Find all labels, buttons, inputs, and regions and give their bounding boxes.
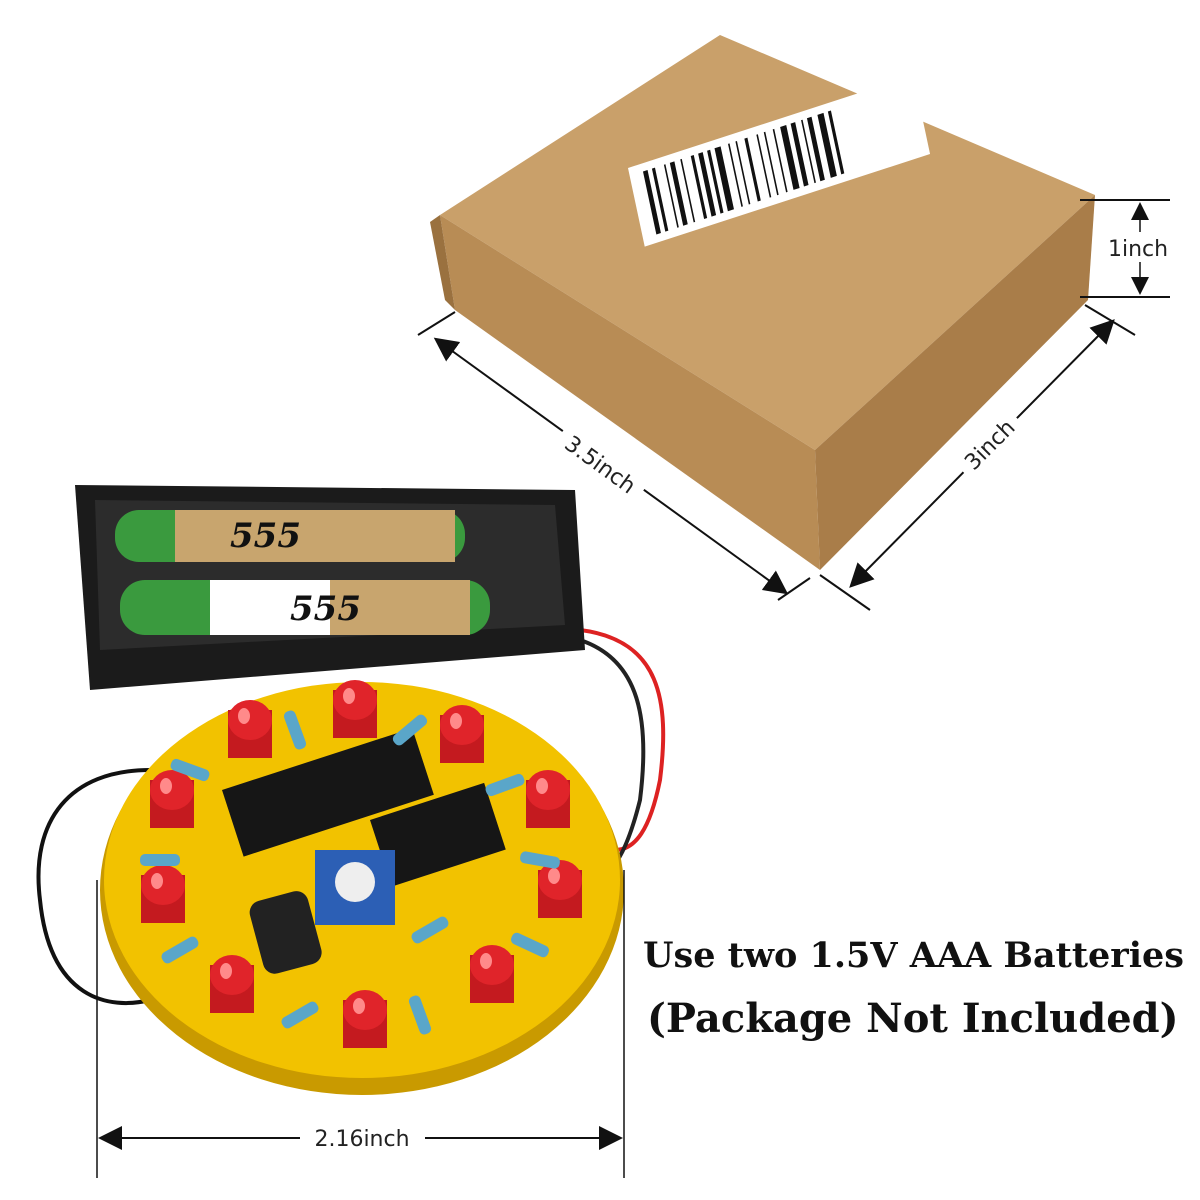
barcode-bar [714,146,734,212]
red-led [440,705,484,763]
height-dimension: 1inch [1080,199,1180,298]
barcode-bar [801,119,816,184]
barcode-bar [806,116,825,182]
barcode-bar [698,152,717,217]
battery: 555 [115,510,465,562]
red-led [343,990,387,1048]
barcode-bar [790,122,809,187]
resistor [161,936,199,964]
resistor [392,714,428,746]
diameter-dimension: 2.16inch [96,870,625,1178]
height-label: 1inch [1108,237,1168,262]
barcode-bar [827,110,845,175]
red-led [228,700,272,758]
barcode-bar [690,155,708,219]
barcode-bar [817,112,837,178]
ic-chip [370,782,506,887]
resistor [510,932,550,958]
resistor [140,854,180,866]
resistor [411,916,449,944]
barcode-bar [728,143,743,207]
ic-chip [222,728,434,857]
battery-holder: 555 555 [75,485,585,690]
red-led [333,680,377,738]
battery-wires [36,628,666,1006]
barcode-bar [756,134,772,198]
barcode-bar [707,149,724,214]
red-led [538,860,582,918]
resistor [485,773,525,797]
red-led [210,955,254,1013]
barcode-bar [744,137,761,202]
barcode-bar [763,131,779,196]
svg-text:555: 555 [290,589,361,629]
barcode-bar [669,161,688,226]
resistor [283,710,307,750]
barcode-bar [642,170,661,235]
barcode-bar [680,158,696,223]
barcode-bar [735,141,751,205]
svg-text:555: 555 [230,516,301,556]
capacitor [249,891,322,974]
resistor [408,995,432,1035]
barcode-label [628,75,931,247]
package-note: (Package Not Included) [647,995,1179,1042]
resistor [170,758,210,782]
red-led [470,945,514,1003]
barcode-bar [780,125,800,190]
barcode-bar [663,164,679,228]
resistor [520,851,560,869]
resistor [281,1001,319,1029]
diameter-label: 2.16inch [314,1127,409,1152]
red-led [526,770,570,828]
led-circuit-board [100,680,624,1095]
barcode-bar [651,167,669,232]
red-led [141,865,185,923]
battery-note: Use two 1.5V AAA Batteries [643,935,1184,976]
battery: 555 [120,580,490,635]
barcode-bar [772,128,788,193]
red-led [150,770,194,828]
